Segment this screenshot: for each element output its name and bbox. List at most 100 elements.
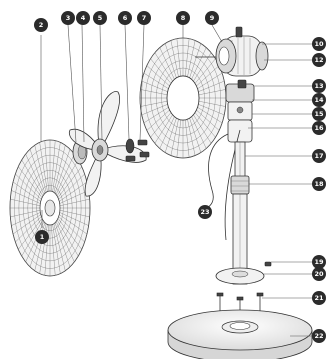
callout-13: 13: [312, 79, 326, 93]
callout-23: 23: [198, 205, 212, 219]
callout-10: 10: [312, 37, 326, 51]
fan-blades: [68, 91, 147, 197]
grille-spoke: [44, 224, 49, 276]
callout-17-label: 17: [314, 152, 323, 160]
grille-spoke: [59, 210, 90, 218]
grille-spoke: [21, 219, 44, 257]
callout-14-label: 14: [314, 96, 324, 104]
callout-2: 2: [34, 18, 48, 32]
tilt-joint: [225, 79, 255, 121]
grille-spoke: [59, 181, 88, 202]
callout-2-label: 2: [39, 21, 44, 29]
grille-spoke: [51, 140, 56, 192]
grille-spoke: [10, 198, 41, 206]
grille-spoke: [57, 218, 82, 250]
callout-21: 21: [312, 291, 326, 305]
callout-14: 14: [312, 93, 326, 107]
grille-spoke: [55, 221, 75, 263]
lower-pole: [232, 193, 248, 285]
callout-16-label: 16: [314, 124, 324, 132]
callout-5: 5: [93, 11, 107, 25]
grille-spoke: [56, 159, 79, 197]
callout-7-label: 7: [142, 14, 147, 22]
ring-nut: [125, 138, 135, 154]
callout-16: 16: [312, 121, 326, 135]
height-collar: [230, 175, 250, 195]
grille-spoke: [184, 38, 190, 84]
callout-20-label: 20: [314, 270, 324, 278]
grille-spoke: [52, 224, 61, 274]
callout-15-label: 15: [314, 110, 324, 118]
callout-5-label: 5: [98, 14, 103, 22]
grille-spoke: [176, 112, 182, 158]
rear-grille: [139, 37, 227, 159]
callout-23-label: 23: [200, 208, 209, 216]
callout-18: 18: [312, 177, 326, 191]
callout-13-label: 13: [314, 82, 323, 90]
grille-spoke: [25, 153, 45, 195]
oscillation-knob: [235, 26, 243, 38]
grille-spoke: [51, 224, 56, 276]
callout-8: 8: [176, 11, 190, 25]
grille-spoke: [15, 216, 42, 243]
grille-spoke: [52, 142, 61, 192]
grille-spoke: [39, 142, 48, 192]
leader-lines: [40, 24, 312, 337]
grille-spoke: [18, 218, 43, 250]
callout-22: 22: [312, 329, 326, 343]
grille-spoke: [11, 212, 41, 226]
grille-spoke: [58, 216, 85, 243]
grille-spoke: [10, 210, 41, 218]
callout-15: 15: [312, 107, 326, 121]
callout-6-label: 6: [123, 14, 128, 22]
grille-spoke: [170, 40, 181, 84]
callout-9: 9: [205, 11, 219, 25]
callout-12-label: 12: [314, 56, 323, 64]
callout-20: 20: [312, 267, 326, 281]
grille-screws: [125, 139, 150, 162]
callout-6: 6: [118, 11, 132, 25]
callout-9-label: 9: [210, 14, 215, 22]
base-cover: [215, 267, 265, 285]
grille-spoke: [44, 140, 49, 192]
callout-4-label: 4: [81, 14, 86, 22]
round-base: [167, 309, 313, 359]
grille-spoke: [34, 145, 47, 193]
callout-1: 1: [35, 230, 49, 244]
callout-3: 3: [61, 11, 75, 25]
callout-8-label: 8: [181, 14, 186, 22]
grille-spoke: [59, 190, 89, 204]
callout-3-label: 3: [66, 14, 71, 22]
grille-spoke: [170, 112, 181, 156]
callout-21-label: 21: [314, 294, 324, 302]
grille-spoke: [59, 214, 88, 235]
callout-19: 19: [312, 255, 326, 269]
grille-spoke: [21, 159, 44, 197]
callout-17: 17: [312, 149, 326, 163]
front-grille: [9, 139, 91, 277]
grille-spoke: [53, 223, 66, 271]
grille-spoke: [53, 145, 66, 193]
grille-spoke: [59, 212, 89, 226]
motor-housing: [195, 35, 269, 77]
callout-10-label: 10: [314, 40, 324, 48]
grille-spoke: [185, 112, 196, 156]
grille-spoke: [55, 153, 75, 195]
grille-spoke: [56, 219, 79, 257]
grille-spoke: [54, 149, 71, 194]
grille-spoke: [59, 198, 90, 206]
grille-spoke: [12, 214, 41, 235]
grille-spoke: [176, 38, 182, 84]
grille-spoke: [25, 221, 45, 263]
grille-spoke: [12, 181, 41, 202]
grille-spoke: [18, 166, 43, 198]
grille-spoke: [57, 166, 82, 198]
callout-18-label: 18: [314, 180, 324, 188]
grille-spoke: [184, 112, 190, 158]
callout-19-label: 19: [314, 258, 324, 266]
callout-7: 7: [137, 11, 151, 25]
grille-spoke: [54, 222, 71, 267]
grille-spoke: [29, 149, 46, 194]
base-screws: [216, 292, 264, 316]
callout-22-label: 22: [314, 332, 323, 340]
